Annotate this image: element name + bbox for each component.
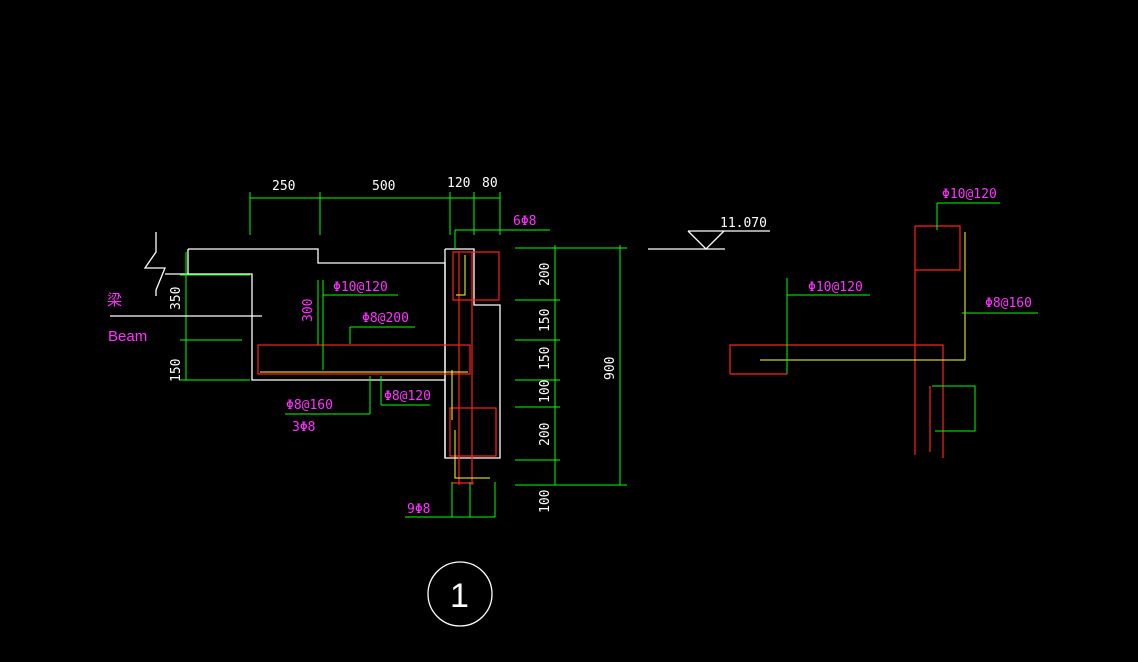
label-phi8-160: Φ8@160 [286, 398, 333, 413]
dim-100-b: 100 [538, 490, 553, 513]
section-detail-left: 250 500 120 80 350 150 梁 Beam 300 [107, 176, 627, 518]
dim-200-a: 200 [538, 263, 553, 286]
elevation-mark: 11.070 [648, 216, 770, 250]
elevation-value: 11.070 [720, 216, 767, 231]
label-9phi8: 9Φ8 [407, 502, 430, 517]
dim-900: 900 [603, 357, 618, 380]
rebar-lines [257, 251, 500, 485]
stirrups [260, 255, 490, 479]
label-right-phi10-120-top: Φ10@120 [942, 187, 997, 202]
dim-150-a: 150 [538, 309, 553, 332]
dim-300: 300 [301, 299, 316, 322]
detail-number: 1 [450, 577, 469, 615]
dim-150-left: 150 [169, 359, 184, 382]
label-right-phi8-160: Φ8@160 [985, 296, 1032, 311]
dim-250: 250 [272, 179, 295, 194]
label-3phi8: 3Φ8 [292, 420, 315, 435]
right-dimension-chain: 200 150 150 100 200 100 900 [515, 245, 627, 513]
dim-500: 500 [372, 179, 395, 194]
top-dimension-chain: 250 500 120 80 [249, 176, 501, 235]
dim-200-b: 200 [538, 423, 553, 446]
dim-350: 350 [169, 287, 184, 310]
rebar-detail-right: Φ10@120 Φ10@120 Φ8@160 [729, 187, 1038, 458]
leaders [285, 229, 550, 518]
dim-80: 80 [482, 176, 498, 191]
label-phi10-120: Φ10@120 [333, 280, 388, 295]
label-right-phi10-120-left: Φ10@120 [808, 280, 863, 295]
dim-100-a: 100 [538, 380, 553, 403]
dim-150-b: 150 [538, 347, 553, 370]
left-dimension-chain: 350 150 梁 Beam [107, 252, 262, 382]
dim-120: 120 [447, 176, 470, 191]
beam-label: Beam [108, 328, 147, 345]
beam-label-cn: 梁 [107, 292, 122, 309]
label-phi8-200: Φ8@200 [362, 311, 409, 326]
detail-number-marker: 1 [427, 561, 493, 627]
label-phi8-120: Φ8@120 [384, 389, 431, 404]
dim-300-group: 300 [301, 280, 319, 345]
label-6phi8: 6Φ8 [513, 214, 536, 229]
